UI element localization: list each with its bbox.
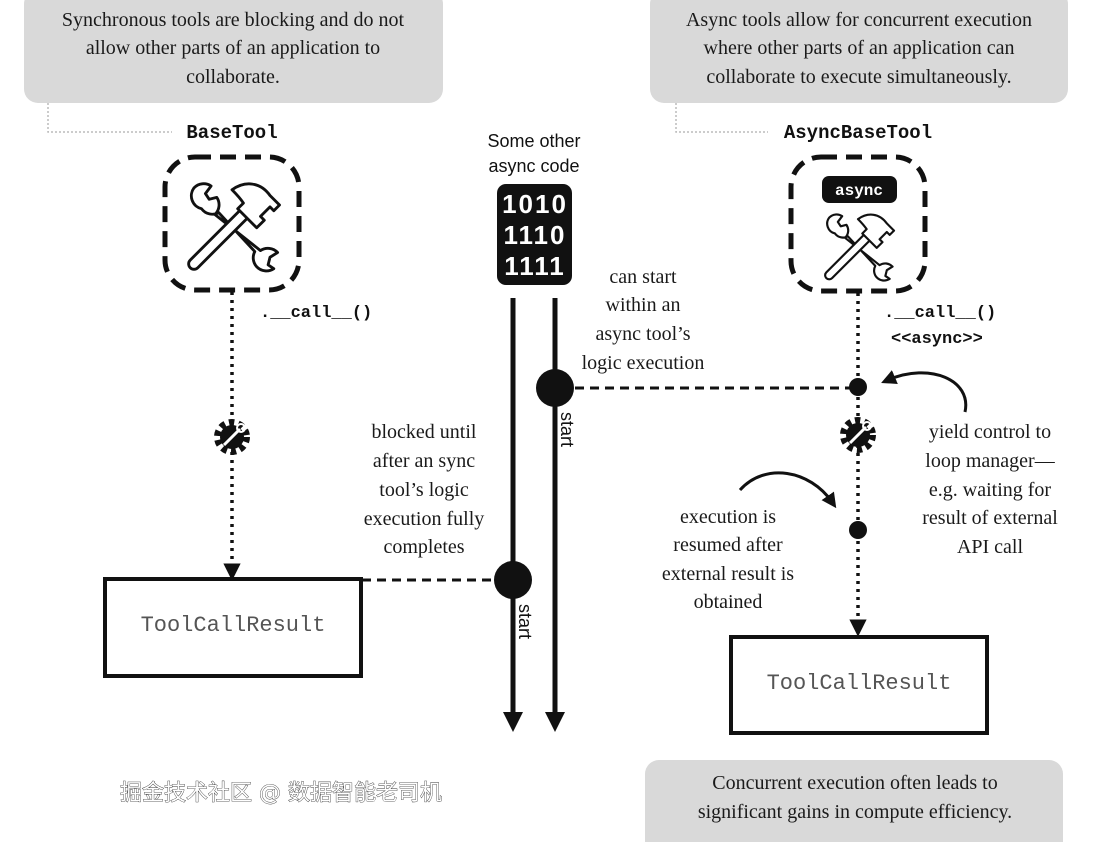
svg-text:Async tools allow for concurre: Async tools allow for concurrent executi… xyxy=(686,9,1032,31)
svg-text:significant gains in compute e: significant gains in compute efficiency. xyxy=(698,801,1012,823)
resume-point xyxy=(849,521,867,539)
resumed-note: execution is resumed after external resu… xyxy=(662,506,794,613)
sync-callout-line: collaborate. xyxy=(186,66,280,88)
svg-text:within an: within an xyxy=(606,294,681,316)
blocked-note: blocked until after an sync tool’s logic… xyxy=(364,421,485,558)
svg-text:obtained: obtained xyxy=(694,591,763,613)
svg-text:e.g. waiting for: e.g. waiting for xyxy=(929,479,1052,501)
async-start-point xyxy=(536,369,574,407)
watermark: 掘金技术社区 @ 数据智能老司机 xyxy=(120,781,442,806)
sync-result-label: ToolCallResult xyxy=(141,613,326,638)
sync-start-point xyxy=(494,561,532,599)
gear-icon xyxy=(218,423,246,451)
svg-text:Concurrent execution often lea: Concurrent execution often leads to xyxy=(712,772,997,794)
sync-callout-connector xyxy=(47,103,172,133)
svg-text:API call: API call xyxy=(957,536,1024,558)
svg-text:yield control to: yield control to xyxy=(929,421,1051,443)
yield-point xyxy=(849,378,867,396)
resume-arrow xyxy=(738,471,837,509)
sync-start-label: start xyxy=(515,604,535,639)
binary-line: 1010 xyxy=(502,189,568,219)
binary-line: 1111 xyxy=(504,251,566,281)
svg-text:external result is: external result is xyxy=(662,563,794,585)
svg-text:collaborate to execute simulta: collaborate to execute simultaneously. xyxy=(706,66,1011,88)
async-badge-label: async xyxy=(835,182,883,200)
svg-text:after an sync: after an sync xyxy=(373,450,475,472)
binary-code-icon xyxy=(497,184,572,285)
other-code-title: async code xyxy=(488,156,579,176)
async-result-box xyxy=(729,635,989,735)
async-result-label: ToolCallResult xyxy=(767,671,952,696)
svg-text:execution fully: execution fully xyxy=(364,508,485,530)
svg-text:blocked until: blocked until xyxy=(372,421,477,443)
sync-call-label: .__call__() xyxy=(260,304,372,323)
svg-text:resumed after: resumed after xyxy=(673,534,783,556)
other-code-title: Some other xyxy=(487,131,580,151)
bottom-callout: Concurrent execution often leads to sign… xyxy=(645,760,1063,842)
asyncbasetool-title: AsyncBaseTool xyxy=(784,122,932,144)
async-badge xyxy=(822,176,897,203)
async-callout-connector xyxy=(675,103,768,133)
svg-text:logic execution: logic execution xyxy=(582,352,705,374)
yield-note: yield control to loop manager— e.g. wait… xyxy=(922,421,1058,558)
svg-text:execution is: execution is xyxy=(680,506,776,528)
async-callout: Async tools allow for concurrent executi… xyxy=(650,0,1068,103)
async-stereotype: <<async>> xyxy=(891,330,983,349)
sync-callout: Synchronous tools are blocking and do no… xyxy=(24,0,443,103)
svg-text:tool’s logic: tool’s logic xyxy=(379,479,469,501)
svg-text:async tool’s: async tool’s xyxy=(596,323,691,345)
tools-icon xyxy=(187,182,281,273)
gear-icon xyxy=(844,421,872,449)
svg-text:can start: can start xyxy=(609,266,677,288)
async-call-label: .__call__() xyxy=(884,304,996,323)
asyncbasetool-frame xyxy=(788,154,928,294)
can-start-note: can start within an async tool’s logic e… xyxy=(582,266,705,374)
basetool-title: BaseTool xyxy=(186,122,277,144)
sync-callout-line: allow other parts of an application to xyxy=(86,37,380,59)
svg-text:result of external: result of external xyxy=(922,507,1058,529)
yield-arrow xyxy=(881,370,968,413)
binary-line: 1110 xyxy=(504,220,567,250)
sync-result-box xyxy=(103,577,363,678)
sync-callout-line: Synchronous tools are blocking and do no… xyxy=(62,9,405,31)
basetool-frame xyxy=(162,154,302,293)
svg-text:completes: completes xyxy=(383,536,464,558)
async-start-label: start xyxy=(557,412,577,447)
tools-icon xyxy=(824,213,896,282)
svg-text:loop manager—: loop manager— xyxy=(925,450,1055,472)
svg-text:where other parts of an applic: where other parts of an application can xyxy=(704,37,1015,59)
